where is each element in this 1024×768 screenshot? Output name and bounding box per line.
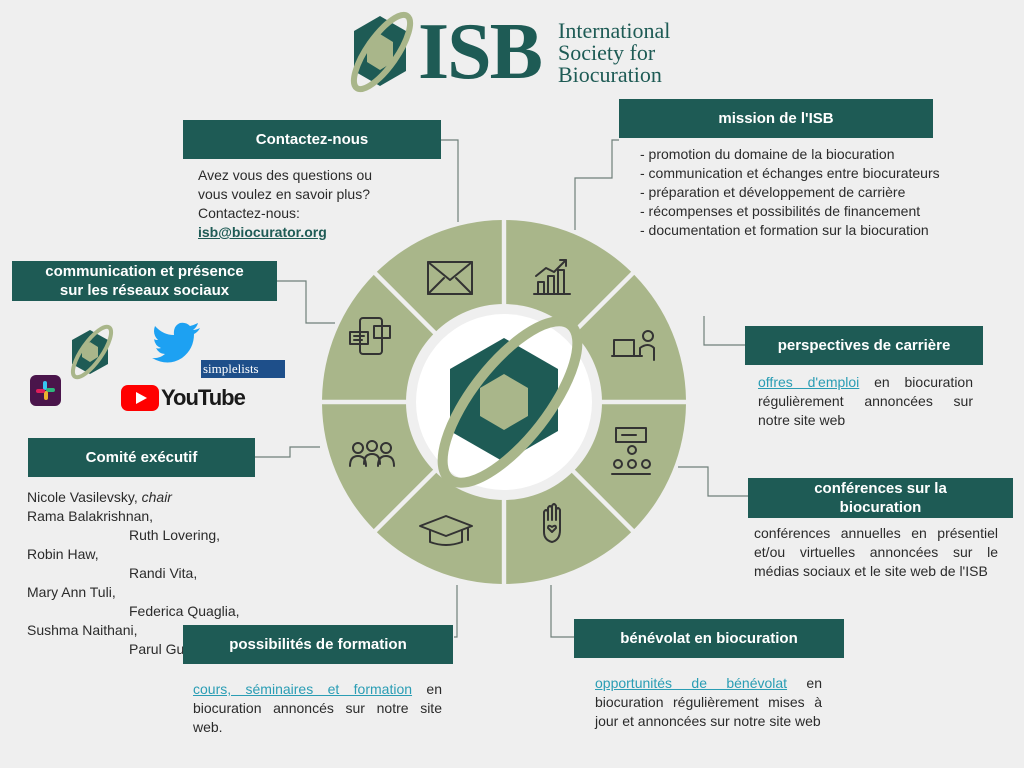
wheel-wedge bbox=[376, 220, 502, 333]
logo-line-3: Biocuration bbox=[558, 62, 662, 87]
member-name: Mary Ann Tuli, bbox=[27, 584, 116, 600]
mission-header: mission de l'ISB bbox=[619, 99, 933, 138]
conferences-header: conférences sur la biocuration bbox=[748, 478, 1013, 518]
conferences-header-line-1: conférences sur la bbox=[814, 480, 947, 497]
contact-text: Avez vous des questions ou vous voulez e… bbox=[198, 166, 428, 242]
team-icon bbox=[349, 440, 395, 467]
committee-header: Comité exécutif bbox=[28, 438, 255, 477]
training-header: possibilités de formation bbox=[183, 625, 453, 664]
wheel-wedge bbox=[376, 471, 502, 584]
member-name: Nicole Vasilevsky, chair bbox=[27, 488, 267, 507]
member-name: Federica Quaglia, bbox=[129, 603, 240, 619]
mission-item: - documentation et formation sur la bioc… bbox=[640, 222, 929, 238]
mission-list: - promotion du domaine de la biocuration… bbox=[640, 145, 982, 240]
logo-acronym: ISB bbox=[418, 8, 543, 96]
career-header: perspectives de carrière bbox=[745, 326, 983, 365]
contact-line-2: vous voulez en savoir plus? bbox=[198, 186, 370, 202]
member-name-text: Nicole Vasilevsky, bbox=[27, 489, 142, 505]
laptop-user-icon bbox=[611, 330, 655, 361]
logo-subtitle: International Society for Biocuration bbox=[558, 20, 670, 86]
social-header-line-2: sur les réseaux sociaux bbox=[59, 282, 230, 299]
logo-line-1: International bbox=[558, 18, 671, 43]
volunteer-description: en biocuration régulièrement mises à jou… bbox=[595, 675, 822, 729]
training-text: cours, séminaires et formation en biocur… bbox=[193, 680, 442, 737]
raised-hand-heart-icon bbox=[543, 503, 561, 543]
growth-chart-icon bbox=[533, 259, 571, 295]
phone-chat-icon bbox=[349, 317, 391, 355]
career-text: offres d'emploi en biocuration régulière… bbox=[758, 373, 973, 430]
isb-logo-small-icon[interactable] bbox=[64, 322, 116, 382]
isb-logo bbox=[340, 6, 700, 100]
member-name: Ruth Lovering, bbox=[129, 527, 221, 543]
training-description: en biocuration annoncés sur notre site w… bbox=[193, 681, 442, 735]
mission-item: - préparation et développement de carriè… bbox=[640, 184, 906, 200]
member-name: Robin Haw, bbox=[27, 546, 99, 562]
simplelists-logo[interactable]: simplelists bbox=[201, 360, 285, 378]
services-wheel bbox=[322, 220, 686, 584]
slack-glyph-icon bbox=[36, 381, 55, 400]
contact-line-3: Contactez-nous: bbox=[198, 205, 300, 221]
contact-line-1: Avez vous des questions ou bbox=[198, 167, 373, 183]
conferences-text: conférences annuelles en présentiel et/o… bbox=[754, 525, 998, 579]
member-name: Randi Vita, bbox=[129, 565, 198, 581]
social-header-line-1: communication et présence bbox=[45, 263, 244, 280]
volunteer-text: opportunités de bénévolat en biocuration… bbox=[595, 674, 822, 731]
mission-item: - récompenses et possibilités de finance… bbox=[640, 203, 921, 219]
youtube-label: YouTube bbox=[161, 385, 246, 410]
member-name: Rama Balakrishnan, bbox=[27, 508, 154, 524]
mission-item: - promotion du domaine de la biocuration bbox=[640, 146, 895, 162]
career-jobs-link[interactable]: offres d'emploi bbox=[758, 374, 860, 390]
graduation-cap-icon bbox=[419, 515, 473, 546]
career-description: en biocuration régulièrement annoncées s… bbox=[758, 374, 974, 428]
youtube-logo[interactable]: YouTube bbox=[121, 384, 246, 412]
simplelists-label: simplelists bbox=[203, 361, 259, 376]
member-name: Sushma Naithani, bbox=[27, 622, 138, 638]
contact-header: Contactez-nous bbox=[183, 120, 441, 159]
conferences-header-line-2: biocuration bbox=[839, 499, 922, 516]
volunteer-opportunities-link[interactable]: opportunités de bénévolat bbox=[595, 675, 788, 691]
twitter-icon[interactable] bbox=[152, 322, 202, 364]
volunteer-header: bénévolat en biocuration bbox=[574, 619, 844, 658]
center-logo-icon bbox=[437, 316, 583, 488]
slack-icon[interactable] bbox=[30, 375, 61, 406]
mission-item: - communication et échanges entre biocur… bbox=[640, 165, 940, 181]
youtube-play-icon bbox=[121, 385, 159, 411]
isb-logo-mark bbox=[350, 11, 414, 93]
contact-email-link[interactable]: isb@biocurator.org bbox=[198, 224, 327, 240]
social-header: communication et présence sur les réseau… bbox=[12, 261, 277, 301]
member-role: chair bbox=[141, 489, 172, 505]
wheel-wedge bbox=[506, 220, 632, 333]
wheel-wedge bbox=[573, 274, 686, 400]
logo-line-2: Society for bbox=[558, 40, 656, 65]
presentation-audience-icon bbox=[611, 427, 651, 475]
envelope-icon bbox=[427, 261, 473, 295]
training-courses-link[interactable]: cours, séminaires et formation bbox=[193, 681, 413, 697]
wheel-wedge bbox=[506, 471, 632, 584]
